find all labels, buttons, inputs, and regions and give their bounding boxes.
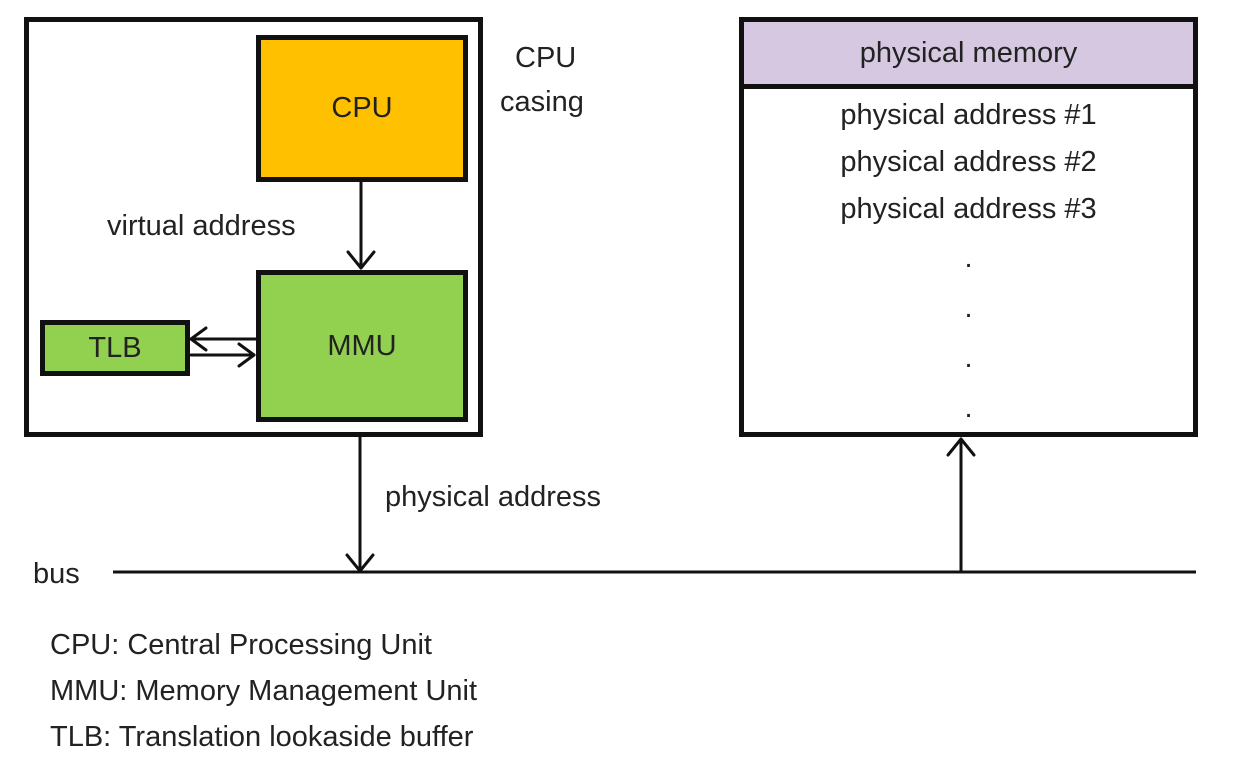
mmu-label: MMU — [327, 329, 397, 362]
tlb-label: TLB — [88, 331, 142, 364]
ellipsis-dot-1: . — [964, 242, 973, 274]
legend: CPU: Central Processing Unit MMU: Memory… — [50, 622, 477, 760]
bus-label: bus — [33, 558, 80, 590]
tlb-box: TLB — [40, 320, 190, 376]
mmu-box: MMU — [256, 270, 468, 422]
cpu-box: CPU — [256, 35, 468, 182]
physical-address-1: physical address #1 — [840, 99, 1097, 131]
ellipsis-dot-4: . — [964, 392, 973, 424]
cpu-casing-label-line2: casing — [500, 86, 584, 118]
cpu-casing-box — [24, 17, 483, 437]
bus-to-memory-arrow — [946, 437, 976, 574]
ellipsis-dot-3: . — [964, 342, 973, 374]
physical-address-3: physical address #3 — [840, 193, 1097, 225]
cpu-label: CPU — [331, 92, 393, 124]
physical-memory-title: physical memory — [859, 36, 1078, 69]
physical-memory-header: physical memory — [744, 22, 1193, 89]
physical-address-2: physical address #2 — [840, 146, 1097, 178]
virtual-address-label: virtual address — [107, 210, 296, 242]
physical-address-label: physical address — [385, 481, 601, 513]
legend-item-tlb: TLB: Translation lookaside buffer — [50, 721, 474, 753]
physical-memory-box: physical memory physical address #1 phys… — [739, 17, 1198, 437]
mmu-to-bus-arrow — [345, 435, 375, 573]
ellipsis-dot-2: . — [964, 292, 973, 324]
legend-item-mmu: MMU: Memory Management Unit — [50, 675, 478, 707]
cpu-casing-label-line1: CPU — [515, 42, 577, 74]
legend-item-cpu: CPU: Central Processing Unit — [50, 629, 432, 661]
